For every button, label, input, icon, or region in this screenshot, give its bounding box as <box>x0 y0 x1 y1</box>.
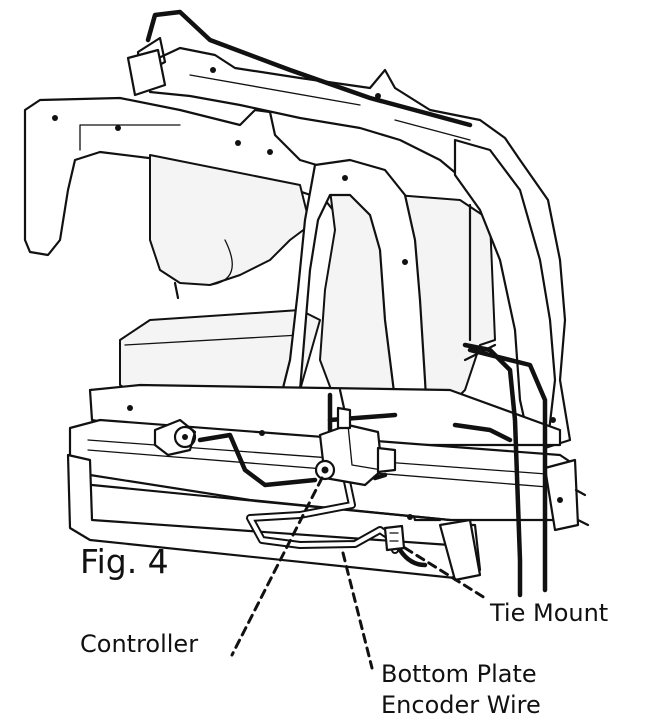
bottom-plate-leader <box>341 551 374 670</box>
controller-leader <box>230 476 324 657</box>
figure-number: Fig. 4 <box>80 542 169 581</box>
callout-leaders <box>230 476 487 670</box>
bottom-plate-label-line1: Bottom Plate <box>381 660 537 688</box>
bottom-plate-label-line2: Encoder Wire <box>381 691 541 719</box>
tie-mount-label: Tie Mount <box>489 599 608 627</box>
encoder-wheel <box>153 418 197 457</box>
top-cable <box>126 9 473 128</box>
tie-mount-leader <box>403 546 487 600</box>
controller-label: Controller <box>80 630 198 658</box>
tie-mount <box>383 524 428 568</box>
controller-box <box>314 388 397 487</box>
